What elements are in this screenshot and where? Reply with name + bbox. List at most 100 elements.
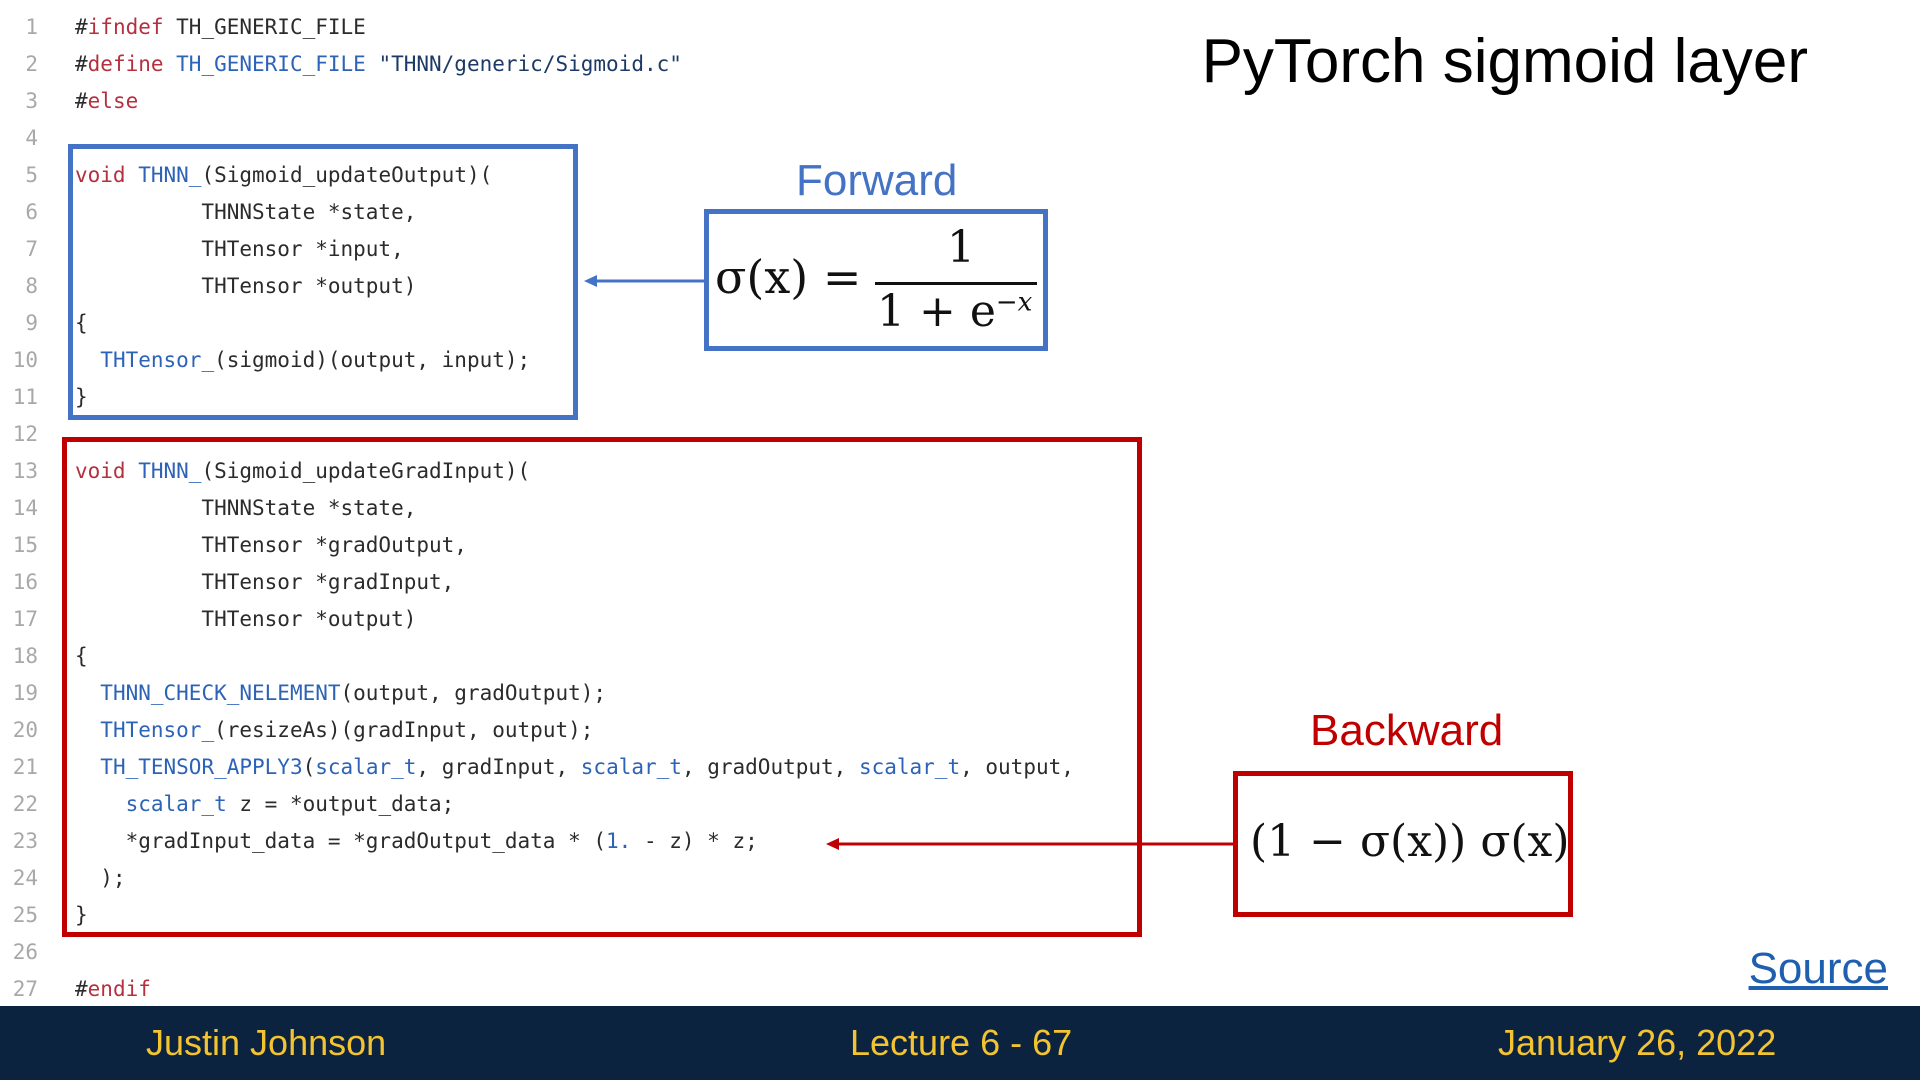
footer-date: January 26, 2022 — [1498, 1022, 1777, 1063]
code-token: THTensor_ — [100, 718, 215, 742]
code-token: (Sigmoid_updateOutput)( — [201, 163, 493, 187]
line-number: 13 — [12, 459, 38, 483]
code-token: ifndef — [87, 15, 164, 39]
code-token: *gradInput_data = *gradOutput_data * ( — [75, 829, 607, 853]
line-number: 17 — [12, 607, 38, 631]
line-number: 23 — [12, 829, 38, 853]
denominator-exponent: −x — [995, 287, 1033, 318]
code-token: TH_GENERIC_FILE — [163, 15, 366, 39]
forward-formula-box: σ(x) = 1 1 + e−x — [704, 209, 1048, 351]
footer-bar: Justin Johnson Lecture 6 - 67 January 26… — [0, 1006, 1920, 1080]
code-token: define — [87, 52, 164, 76]
backward-formula: (1 − σ(x)) σ(x) — [1250, 816, 1570, 867]
code-line: #define TH_GENERIC_FILE "THNN/generic/Si… — [75, 46, 682, 83]
code-line: THTensor *gradOutput, — [75, 527, 467, 564]
line-number: 18 — [12, 644, 38, 668]
line-number: 15 — [12, 533, 38, 557]
code-line: } — [75, 379, 88, 416]
code-token: , gradOutput, — [681, 755, 859, 779]
code-line: THNNState *state, — [75, 490, 416, 527]
code-token: void — [75, 163, 126, 187]
footer-author: Justin Johnson — [146, 1022, 387, 1063]
code-token: 1. — [606, 829, 632, 853]
code-token: } — [75, 385, 88, 409]
code-token: , gradInput, — [416, 755, 581, 779]
line-number: 26 — [12, 940, 38, 964]
line-number: 1 — [25, 15, 38, 39]
code-line: THTensor_(resizeAs)(gradInput, output); — [75, 712, 593, 749]
line-number: 4 — [25, 126, 38, 150]
code-line: { — [75, 638, 88, 675]
forward-formula: σ(x) = 1 1 + e−x — [709, 214, 1043, 346]
code-line: *gradInput_data = *gradOutput_data * (1.… — [75, 823, 758, 860]
code-line: THTensor *gradInput, — [75, 564, 454, 601]
sigma-lhs: σ(x) = — [715, 250, 862, 304]
code-token: { — [75, 311, 88, 335]
backward-label: Backward — [1310, 706, 1504, 755]
line-number: 27 — [12, 977, 38, 1001]
code-line: { — [75, 305, 88, 342]
code-token: void — [75, 459, 126, 483]
line-number: 12 — [12, 422, 38, 446]
code-token: THTensor_ — [100, 348, 215, 372]
code-token: TH_TENSOR_APPLY3 — [100, 755, 303, 779]
line-number: 20 — [12, 718, 38, 742]
code-token: THTensor *output) — [75, 274, 417, 298]
code-line: THTensor *output) — [75, 268, 416, 305]
line-number: 21 — [12, 755, 38, 779]
footer-lecture: Lecture 6 - 67 — [850, 1022, 1073, 1063]
code-line: void THNN_(Sigmoid_updateOutput)( — [75, 157, 492, 194]
code-line: THTensor_(sigmoid)(output, input); — [75, 342, 530, 379]
code-token: ); — [75, 866, 126, 890]
fraction-denominator: 1 + e−x — [877, 286, 1032, 337]
line-number: 6 — [25, 200, 38, 224]
line-number: 5 — [25, 163, 38, 187]
code-token: THNN_CHECK_NELEMENT — [100, 681, 341, 705]
line-number: 10 — [12, 348, 38, 372]
line-number: 22 — [12, 792, 38, 816]
code-token: THNNState *state, — [75, 496, 417, 520]
code-token: ( — [302, 755, 316, 779]
code-token: { — [75, 644, 88, 668]
code-token: THTensor *gradInput, — [75, 570, 455, 594]
code-token: } — [75, 903, 88, 927]
line-number: 24 — [12, 866, 38, 890]
code-line: #else — [75, 83, 138, 120]
line-number: 3 — [25, 89, 38, 113]
line-number: 19 — [12, 681, 38, 705]
code-token: - z) * z; — [631, 829, 758, 853]
code-token: z = *output_data; — [226, 792, 455, 816]
code-line: THTensor *output) — [75, 601, 416, 638]
code-token: (Sigmoid_updateGradInput)( — [201, 459, 531, 483]
code-token: scalar_t — [858, 755, 961, 779]
code-token: # — [75, 15, 88, 39]
line-number: 16 — [12, 570, 38, 594]
forward-code-box — [68, 144, 578, 420]
forward-arrow — [584, 275, 704, 287]
code-token: , output, — [960, 755, 1074, 779]
line-number: 8 — [25, 274, 38, 298]
code-token: THNNState *state, — [75, 200, 417, 224]
code-line: THNN_CHECK_NELEMENT(output, gradOutput); — [75, 675, 606, 712]
code-line: scalar_t z = *output_data; — [75, 786, 455, 823]
code-token: scalar_t — [125, 792, 227, 816]
code-line: ); — [75, 860, 126, 897]
code-token: THNN_ — [138, 459, 202, 483]
line-number: 25 — [12, 903, 38, 927]
code-token: THNN_ — [138, 163, 202, 187]
code-token: else — [87, 89, 139, 113]
forward-label: Forward — [796, 156, 958, 205]
code-token: scalar_t — [315, 755, 417, 779]
code-token: THTensor *gradOutput, — [75, 533, 467, 557]
code-token: (resizeAs)(gradInput, output); — [214, 718, 594, 742]
source-link[interactable]: Source — [1748, 944, 1888, 993]
code-line: TH_TENSOR_APPLY3(scalar_t, gradInput, sc… — [75, 749, 1074, 786]
line-number: 11 — [12, 385, 38, 409]
code-token: (output, gradOutput); — [340, 681, 607, 705]
code-line: void THNN_(Sigmoid_updateGradInput)( — [75, 453, 530, 490]
line-number: 2 — [25, 52, 38, 76]
code-line: THNNState *state, — [75, 194, 416, 231]
code-line: #ifndef TH_GENERIC_FILE — [75, 9, 366, 46]
code-token: # — [75, 977, 88, 1001]
code-line: } — [75, 897, 88, 934]
